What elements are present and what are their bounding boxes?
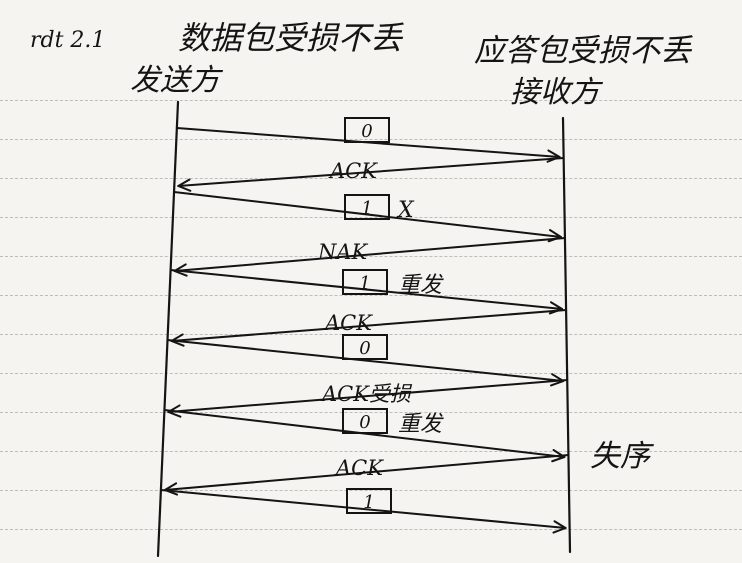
response-label: ACK <box>334 456 384 480</box>
ruled-line <box>0 256 742 257</box>
response-arrow <box>167 379 569 413</box>
response-arrow <box>173 237 566 272</box>
receiver-label: 接收方 <box>510 75 600 110</box>
response-label: ACK <box>323 311 373 335</box>
ruled-line <box>0 490 742 491</box>
sender-timeline <box>156 100 180 558</box>
response-arrow <box>170 309 568 342</box>
arrowhead <box>167 404 182 418</box>
arrowhead <box>546 149 561 163</box>
ruled-line <box>0 529 742 530</box>
ruled-line <box>0 178 742 179</box>
packet-arrow <box>166 339 565 382</box>
response-label: NAK <box>317 240 369 264</box>
ruled-line <box>0 451 742 452</box>
packet-arrow <box>173 191 562 238</box>
scenario-title-data-corrupt: 数据包受损不丢 <box>178 19 403 57</box>
packet-sequence-number: 0 <box>359 412 370 433</box>
packet-box <box>342 269 388 295</box>
sender-label: 发送方 <box>130 63 220 98</box>
packet-note: 重发 <box>398 273 444 298</box>
packet-arrow <box>159 489 567 529</box>
packet-arrow <box>169 269 564 310</box>
packet-sequence-number: 0 <box>361 121 372 142</box>
packet-box <box>342 408 388 434</box>
protocol-title: rdt 2.1 <box>30 28 106 53</box>
ruled-line <box>0 139 742 140</box>
ruled-line <box>0 412 742 413</box>
packet-box <box>344 194 390 220</box>
out-of-order-note: 失序 <box>590 439 654 474</box>
packet-box <box>346 488 392 514</box>
packet-sequence-number: 1 <box>361 198 372 219</box>
packet-box <box>342 334 388 360</box>
arrowhead <box>548 301 564 315</box>
packet-sequence-number: 1 <box>363 492 374 513</box>
packet-sequence-number: 0 <box>359 338 370 359</box>
arrowhead <box>551 449 566 463</box>
response-arrow <box>177 157 565 187</box>
ruled-line <box>0 217 742 218</box>
receiver-timeline <box>561 116 572 554</box>
packet-note: 重发 <box>398 412 444 437</box>
arrowhead <box>177 178 192 192</box>
packet-box <box>344 117 390 143</box>
ruled-line <box>0 295 742 296</box>
arrowhead <box>552 520 567 534</box>
response-arrow <box>163 454 570 491</box>
ruled-line <box>0 373 742 374</box>
packet-note: X <box>396 198 415 223</box>
ruled-line <box>0 100 742 101</box>
response-label: ACK <box>328 159 378 183</box>
scenario-title-ack-corrupt: 应答包受损不丢 <box>474 33 691 69</box>
response-label: ACK受损 <box>320 382 413 406</box>
packet-sequence-number: 1 <box>359 273 370 294</box>
